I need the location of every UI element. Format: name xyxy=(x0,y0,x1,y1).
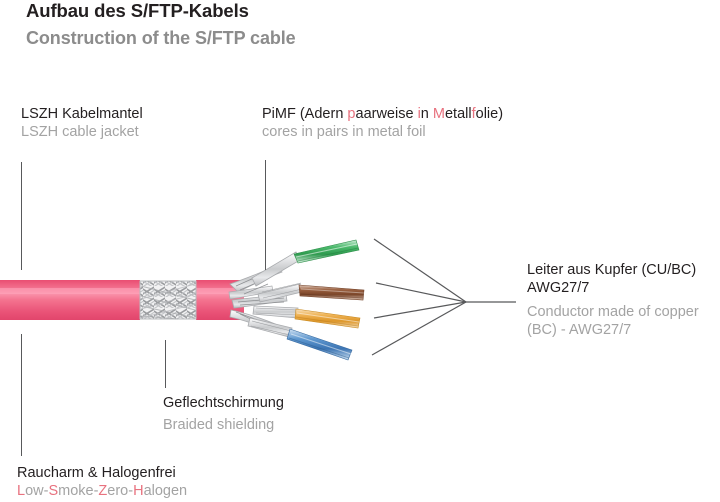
orange-pair xyxy=(252,305,361,329)
label-conductor-de-line2: AWG27/7 xyxy=(527,280,590,296)
page-title-de: Aufbau des S/FTP-Kabels xyxy=(26,0,249,21)
label-shielding: Geflechtschirmung Braided shielding xyxy=(163,394,284,434)
label-lszh: Raucharm & Halogenfrei Low-Smoke-Zero-Ha… xyxy=(17,464,187,500)
page-title-en: Construction of the S/FTP cable xyxy=(26,28,296,48)
label-shielding-de: Geflechtschirmung xyxy=(163,395,284,411)
label-shielding-en: Braided shielding xyxy=(163,417,275,433)
braided-shielding-cutaway xyxy=(139,280,197,320)
label-pimf: PiMF (Adern paarweise in Metallfolie) co… xyxy=(262,105,503,141)
label-lszh-de: Raucharm & Halogenfrei xyxy=(17,465,176,481)
label-lszh-en: Low-Smoke-Zero-Halogen xyxy=(17,483,188,499)
leader-line-shielding xyxy=(165,340,166,388)
label-conductor: Leiter aus Kupfer (CU/BC) AWG27/7 Conduc… xyxy=(527,261,699,339)
brown-pair xyxy=(257,282,365,303)
label-conductor-en-line2: (BC) - AWG27/7 xyxy=(527,322,632,338)
blue-pair xyxy=(247,317,353,361)
label-jacket-de: LSZH Kabelmantel xyxy=(21,106,143,122)
conductor-leader-lines xyxy=(371,238,516,356)
label-jacket: LSZH Kabelmantel LSZH cable jacket xyxy=(21,105,143,141)
green-pair xyxy=(251,239,360,287)
label-pimf-en: cores in pairs in metal foil xyxy=(262,124,426,140)
label-jacket-en: LSZH cable jacket xyxy=(21,124,139,140)
leader-line-jacket xyxy=(21,162,22,270)
label-pimf-de: PiMF (Adern paarweise in Metallfolie) xyxy=(262,106,504,122)
leader-line-lszh xyxy=(21,334,22,456)
cable-jacket xyxy=(0,280,244,320)
label-conductor-en-line1: Conductor made of copper xyxy=(527,304,699,320)
label-conductor-de-line1: Leiter aus Kupfer (CU/BC) xyxy=(527,262,697,278)
leader-line-pimf xyxy=(265,160,266,270)
